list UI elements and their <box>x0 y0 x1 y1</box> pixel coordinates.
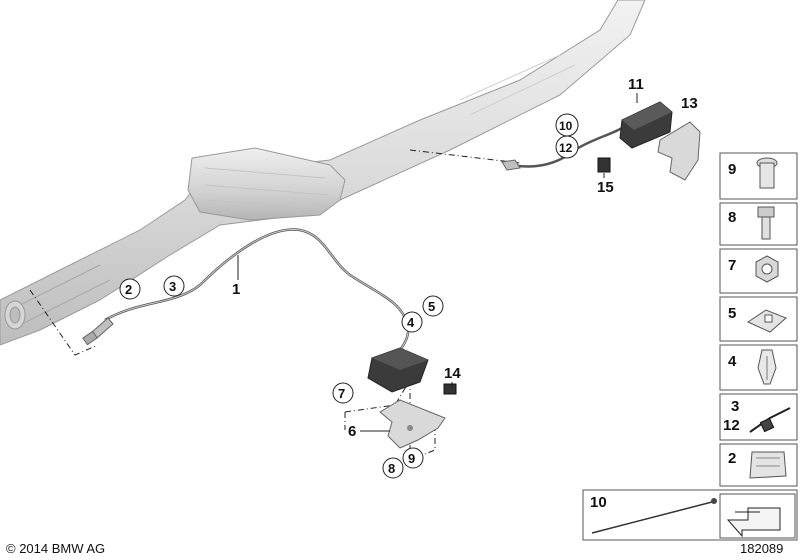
spring-clip-icon <box>749 451 787 479</box>
cable-tie-icon <box>749 407 791 433</box>
legend-cell-8 <box>719 202 798 246</box>
legend-label-3: 3 <box>731 398 739 415</box>
callout-15: 15 <box>597 179 614 196</box>
mounting-bracket-lower <box>379 399 446 449</box>
callout-10: 10 <box>559 119 573 133</box>
cable-clip-icon <box>746 309 787 333</box>
callout-4: 4 <box>407 315 415 330</box>
callout-2: 2 <box>125 282 132 297</box>
callout-11: 11 <box>628 76 644 93</box>
legend-label-2: 2 <box>728 450 736 467</box>
callout-9: 9 <box>408 451 415 466</box>
hex-nut-icon <box>755 255 779 283</box>
cable-strap-icon <box>591 498 717 534</box>
parts-legend: 9 8 7 5 4 3 12 <box>582 152 798 541</box>
sensor-control-unit-upper <box>597 101 673 173</box>
bolt-icon <box>757 206 775 240</box>
legend-label-12: 12 <box>723 417 740 434</box>
sensor-control-unit-lower <box>367 347 457 395</box>
legend-label-4: 4 <box>728 353 737 370</box>
catalytic-converter <box>187 147 346 221</box>
push-clip-icon <box>757 349 777 385</box>
figure-number: 182089 <box>740 541 784 556</box>
arrow-icon <box>726 507 781 538</box>
legend-label-5: 5 <box>728 305 736 322</box>
callout-6: 6 <box>348 423 356 440</box>
callout-3: 3 <box>169 279 176 294</box>
callout-13: 13 <box>681 95 698 112</box>
callout-5: 5 <box>428 299 435 314</box>
callouts: 1 2 3 4 5 6 7 8 9 14 10 12 11 13 15 <box>119 76 698 479</box>
callout-14: 14 <box>444 365 461 382</box>
mounting-bracket-upper <box>657 121 701 181</box>
callout-7: 7 <box>338 386 345 401</box>
callout-1: 1 <box>232 281 240 298</box>
legend-cell-3-12 <box>719 393 798 441</box>
legend-label-7: 7 <box>728 257 736 274</box>
callout-8: 8 <box>388 461 395 476</box>
collar-nut-icon <box>756 157 778 189</box>
legend-label-9: 9 <box>728 161 736 178</box>
legend-label-8: 8 <box>728 209 736 226</box>
copyright-notice: © 2014 BMW AG <box>6 541 106 556</box>
callout-12: 12 <box>559 141 573 155</box>
legend-label-10: 10 <box>590 494 607 511</box>
